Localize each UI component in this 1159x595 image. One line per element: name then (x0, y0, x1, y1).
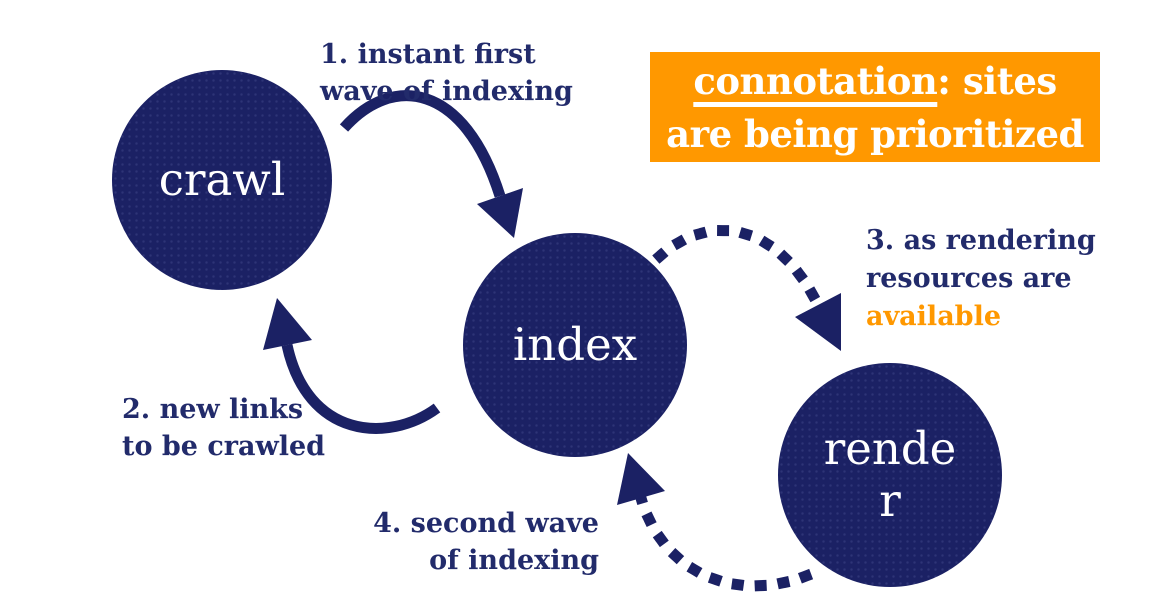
step-3-highlight: available (866, 301, 1001, 332)
step-3-line-2: resources are (866, 263, 1072, 294)
arrow-index-to-crawl (263, 298, 441, 434)
node-crawl-label: crawl (158, 153, 286, 206)
node-crawl: crawl (112, 70, 332, 290)
step-1-line-1: 1. instant first (320, 39, 536, 70)
node-index-label: index (512, 318, 638, 371)
arrow-crawl-to-index (339, 90, 523, 238)
arrowhead-up-icon (617, 453, 665, 505)
arrow-render-to-index (617, 453, 814, 592)
callout-underlined-term: connotation (693, 59, 938, 103)
callout-line-1: connotation: sites (650, 55, 1100, 108)
step-label-2: 2. new links to be crawled (122, 391, 325, 465)
step-2-line-2: to be crawled (122, 431, 326, 462)
arrowhead-down-icon (795, 293, 841, 351)
step-2-line-1: 2. new links (122, 394, 304, 425)
step-label-3: 3. as rendering resources are available (866, 222, 1096, 336)
step-label-1: 1. instant first wave of indexing (320, 36, 573, 110)
callout-after-term: : sites (937, 59, 1057, 103)
node-render: rende r (778, 363, 1002, 587)
step-3-line-1: 3. as rendering (866, 225, 1096, 256)
arrow-index-to-render (652, 225, 841, 351)
node-index: index (463, 233, 687, 457)
node-render-label-line1: rende (823, 422, 957, 475)
arrowhead-down-icon (477, 188, 523, 238)
arrowhead-up-icon (263, 298, 312, 350)
step-1-line-2: wave of indexing (320, 76, 573, 107)
callout-line-2: are being prioritized (666, 112, 1084, 156)
node-render-label-line2: r (879, 474, 901, 527)
step-4-line-2: of indexing (429, 545, 599, 576)
step-label-4: 4. second wave of indexing (373, 505, 599, 579)
step-4-line-1: 4. second wave (373, 508, 599, 539)
callout-connotation: connotation: sites are being prioritized (650, 52, 1100, 162)
